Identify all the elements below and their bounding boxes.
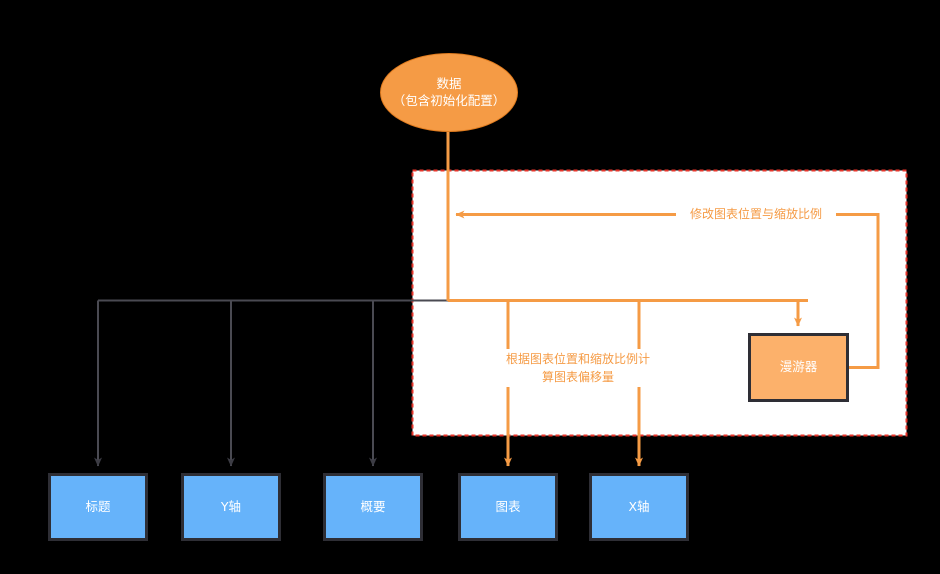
node-summary-label: 概要 [360,498,386,514]
node-roamer-label: 漫游器 [779,359,818,375]
node-chart-label: 图表 [495,498,521,514]
node-y-axis-label: Y轴 [220,498,242,514]
node-chart[interactable]: 图表 [458,473,558,541]
edge-orange-to-roamer [794,299,807,327]
node-roamer[interactable]: 漫游器 [748,333,849,402]
edge-orange-feedback-loop [455,210,880,369]
node-title-label: 标题 [85,498,111,514]
node-data-source[interactable]: 数据 （包含初始化配置） [380,53,518,132]
node-y-axis[interactable]: Y轴 [181,473,281,541]
node-summary[interactable]: 概要 [323,473,423,541]
node-x-axis[interactable]: X轴 [589,473,689,541]
node-x-axis-label: X轴 [628,498,650,514]
node-data-source-label: 数据 （包含初始化配置） [392,75,506,108]
node-title[interactable]: 标题 [48,473,148,541]
